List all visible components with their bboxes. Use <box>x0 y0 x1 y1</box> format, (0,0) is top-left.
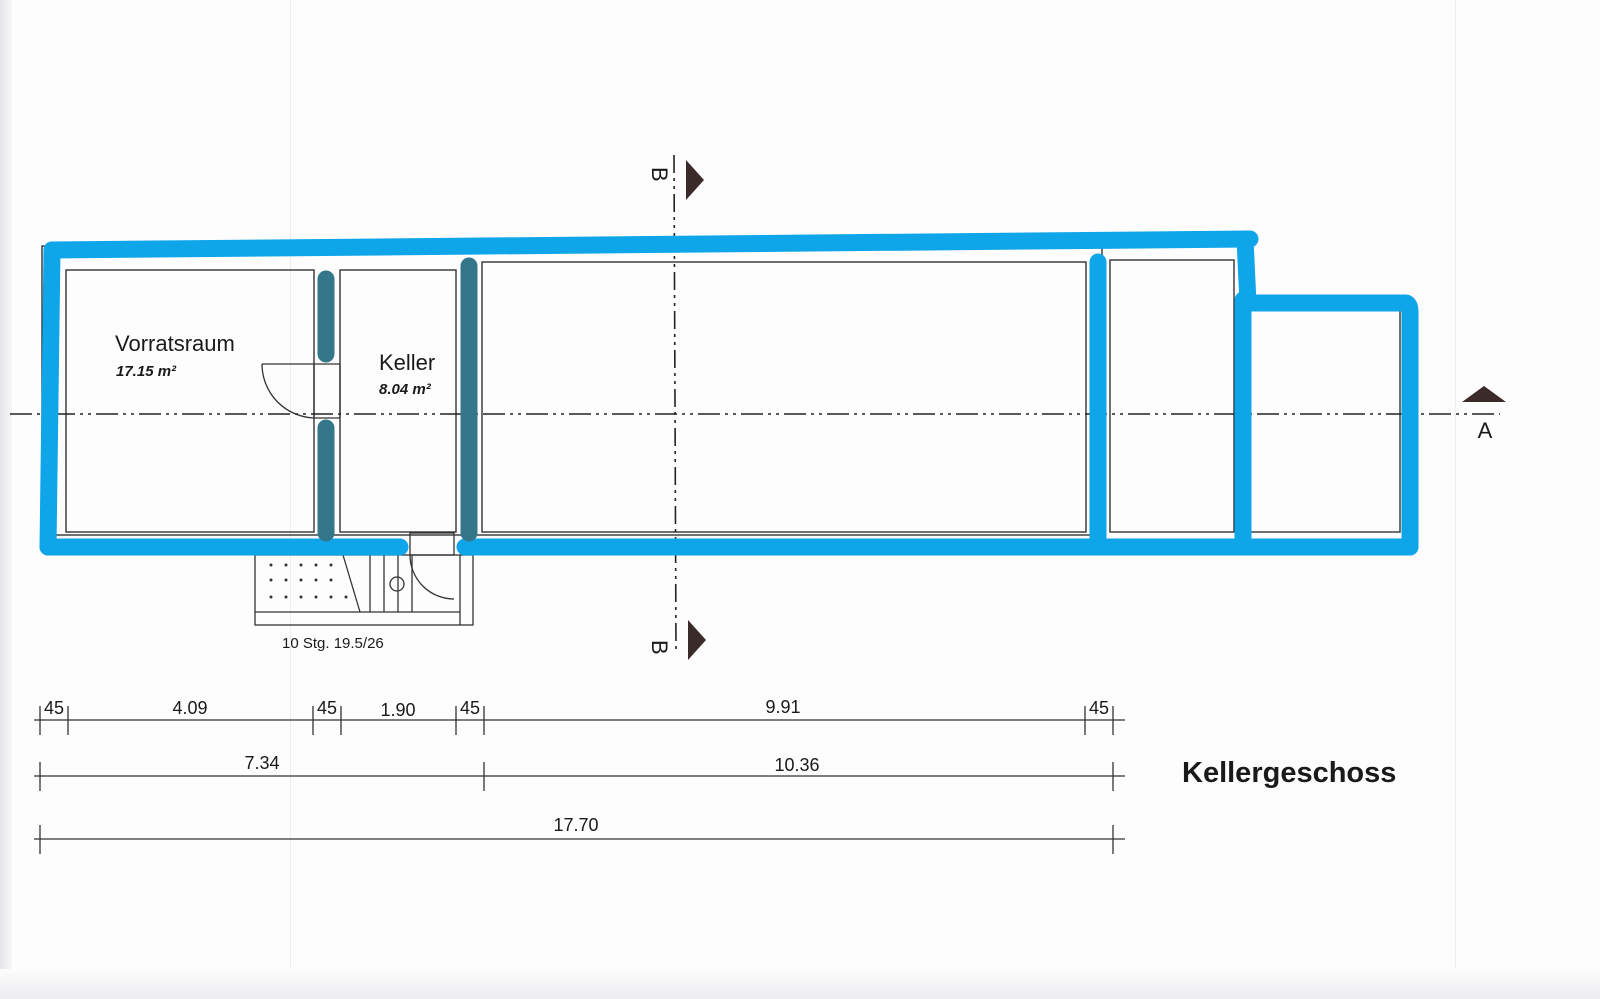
svg-text:A: A <box>1478 418 1493 443</box>
paper-fold-line <box>290 0 291 999</box>
room-label-vorratsraum: Vorratsraum 17.15 m² <box>115 331 235 380</box>
stair-label: 10 Stg. 19.5/26 <box>282 635 384 652</box>
drawing-title: Kellergeschoss <box>1182 757 1396 789</box>
dimension-lines <box>34 706 1125 854</box>
staircase <box>254 532 474 626</box>
svg-text:1.90: 1.90 <box>380 700 415 720</box>
svg-text:45: 45 <box>1089 698 1109 718</box>
svg-text:45: 45 <box>44 698 64 718</box>
dimension-row-3: 17.70 <box>553 815 598 835</box>
paper-fold-line <box>1455 0 1456 999</box>
section-line-b <box>673 154 677 651</box>
svg-text:9.91: 9.91 <box>765 697 800 717</box>
svg-text:45: 45 <box>460 698 480 718</box>
highlight-outline <box>39 230 1419 556</box>
svg-text:45: 45 <box>317 698 337 718</box>
plan-walls <box>41 245 1401 536</box>
scan-bottom-shadow <box>0 969 1600 999</box>
room-label-keller: Keller 8.04 m² <box>379 350 435 398</box>
scan-edge-shadow <box>0 0 12 999</box>
door-swing <box>261 363 341 419</box>
section-marker-a-right: A <box>1462 386 1506 443</box>
dimension-row-1: 45 4.09 45 1.90 45 9.91 45 <box>44 697 1109 720</box>
svg-text:10.36: 10.36 <box>774 755 819 775</box>
svg-text:4.09: 4.09 <box>172 698 207 718</box>
svg-text:17.15 m²: 17.15 m² <box>116 363 177 380</box>
svg-text:7.34: 7.34 <box>244 753 279 773</box>
section-marker-b-bottom: B <box>647 620 706 660</box>
partition-highlight <box>317 257 478 542</box>
section-marker-b-top: B <box>647 160 704 200</box>
stair-dots <box>269 563 348 599</box>
svg-text:Keller: Keller <box>379 350 435 375</box>
svg-text:17.70: 17.70 <box>553 815 598 835</box>
dimension-row-2: 7.34 10.36 <box>244 753 819 775</box>
svg-text:8.04 m²: 8.04 m² <box>379 381 432 398</box>
svg-text:B: B <box>647 167 672 182</box>
svg-text:B: B <box>647 640 672 655</box>
svg-text:Vorratsraum: Vorratsraum <box>115 331 235 356</box>
